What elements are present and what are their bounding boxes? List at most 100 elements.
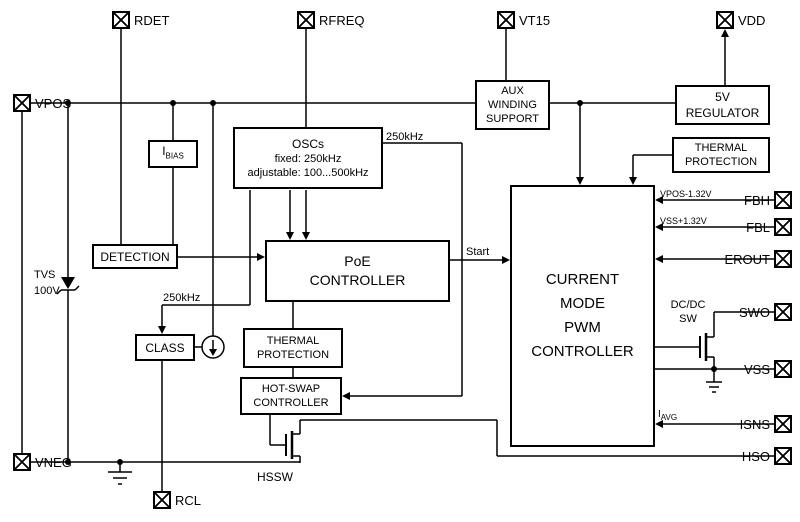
pin-label: RDET	[134, 12, 170, 28]
block-label: AUX	[501, 85, 524, 97]
block-label: PROTECTION	[256, 349, 330, 361]
pin-fbh: FBH	[698, 191, 792, 209]
pin-vt15: VT15	[497, 11, 550, 29]
pin-box-icon	[774, 415, 792, 433]
pin-swo: SWO	[698, 303, 792, 321]
pin-label: FBL	[746, 219, 770, 235]
block-thermal-protection-top: THERMAL PROTECTION	[672, 137, 770, 173]
block-label: OSCs	[291, 137, 324, 151]
pin-label: RFREQ	[319, 12, 365, 28]
pin-label: RCL	[175, 492, 202, 508]
pin-isns: ISNS	[698, 415, 792, 433]
block-label: PROTECTION	[684, 156, 758, 168]
pin-label: VPOS	[35, 95, 72, 111]
block-label: THERMAL	[694, 142, 748, 154]
block-label: fixed: 250kHz	[274, 153, 342, 165]
label-start-signal: Start	[466, 246, 490, 258]
pin-fbl: FBL	[698, 218, 792, 236]
block-label: IBIAS	[162, 143, 184, 164]
pin-box-icon	[774, 218, 792, 236]
pin-vdd: VDD	[716, 11, 765, 29]
block-pwm-controller: CURRENT MODE PWM CONTROLLER	[510, 185, 655, 447]
block-poe-controller: PoE CONTROLLER	[265, 240, 450, 302]
pin-erout: EROUT	[698, 250, 792, 268]
pin-rfreq: RFREQ	[297, 11, 365, 29]
label-fbl-threshold: VSS+1.32V	[660, 216, 707, 226]
block-class: CLASS	[135, 334, 195, 361]
ground-icon-left	[108, 462, 132, 485]
pin-box-icon	[774, 250, 792, 268]
ibias-subscript: BIAS	[165, 151, 184, 161]
block-5v-regulator: 5V REGULATOR	[675, 85, 770, 125]
wire-segments	[21, 29, 774, 491]
pin-box-icon	[774, 360, 792, 378]
label-tvs-voltage: 100V	[34, 285, 60, 297]
pin-label: SWO	[738, 304, 770, 320]
pin-vneg: VNEG	[13, 453, 72, 471]
block-detection: DETECTION	[92, 244, 178, 269]
iavg-subscript: AVG	[660, 413, 678, 422]
pin-vss: VSS	[698, 360, 792, 378]
block-hot-swap-controller: HOT-SWAP CONTROLLER	[240, 377, 342, 415]
pin-rdet: RDET	[112, 11, 169, 29]
iavg-base: I	[658, 409, 661, 420]
pin-box-icon	[13, 94, 31, 112]
block-label: CONTROLLER	[253, 397, 329, 409]
pin-rcl: RCL	[153, 491, 201, 509]
block-aux-winding-support: AUX WINDING SUPPORT	[475, 80, 550, 130]
block-label: HOT-SWAP	[261, 383, 321, 395]
pin-box-icon	[497, 11, 515, 29]
block-label: adjustable: 100...500kHz	[247, 167, 369, 179]
pin-label: EROUT	[724, 251, 771, 267]
ground-icon-right	[706, 381, 722, 393]
pin-label: FBH	[744, 192, 770, 208]
current-source-icon	[201, 335, 225, 359]
arrowheads	[158, 29, 729, 428]
block-label: PWM	[564, 319, 601, 336]
pin-box-icon	[774, 303, 792, 321]
label-iavg: IAVG	[658, 408, 677, 424]
block-label: MODE	[560, 295, 605, 312]
pin-label: ISNS	[739, 416, 770, 432]
pin-label: HSO	[741, 448, 770, 464]
pin-box-icon	[774, 447, 792, 465]
label-class-frequency: 250kHz	[163, 292, 201, 304]
block-label: PoE	[344, 253, 371, 269]
label-hssw: HSSW	[257, 470, 293, 484]
pin-hso: HSO	[698, 447, 792, 465]
tvs-diode-icon	[56, 277, 80, 295]
pin-label: VT15	[519, 12, 551, 28]
label-dcdc-sw: DC/DC SW	[664, 298, 712, 326]
label-osc-frequency: 250kHz	[386, 131, 424, 143]
pin-label: VNEG	[35, 454, 72, 470]
pin-box-icon	[297, 11, 315, 29]
hssw-mosfet-icon	[269, 415, 301, 463]
pin-vpos: VPOS	[13, 94, 71, 112]
block-label: THERMAL	[266, 335, 320, 347]
block-label: CONTROLLER	[309, 272, 406, 288]
block-label: SUPPORT	[486, 113, 539, 125]
pin-box-icon	[716, 11, 734, 29]
block-label: CLASS	[145, 340, 185, 355]
block-label: CONTROLLER	[531, 343, 634, 360]
pin-label: VSS	[743, 361, 770, 377]
junction-dots	[65, 100, 717, 465]
block-label: REGULATOR	[685, 106, 760, 120]
pin-box-icon	[13, 453, 31, 471]
label-tvs: TVS	[34, 269, 56, 281]
pin-label: VDD	[738, 12, 766, 28]
label-dcdc-line1: DC/DC	[670, 299, 706, 311]
pin-box-icon	[153, 491, 171, 509]
ibias-base: I	[162, 144, 166, 159]
pin-box-icon	[774, 191, 792, 209]
label-dcdc-line2: SW	[679, 313, 697, 325]
block-label: WINDING	[488, 99, 537, 111]
pin-box-icon	[112, 11, 130, 29]
dcdc-mosfet-icon	[699, 333, 708, 361]
block-ibias: IBIAS	[148, 140, 198, 168]
block-label: CURRENT	[545, 271, 620, 288]
block-label: DETECTION	[100, 249, 170, 264]
label-fbh-threshold: VPOS-1.32V	[660, 189, 712, 199]
